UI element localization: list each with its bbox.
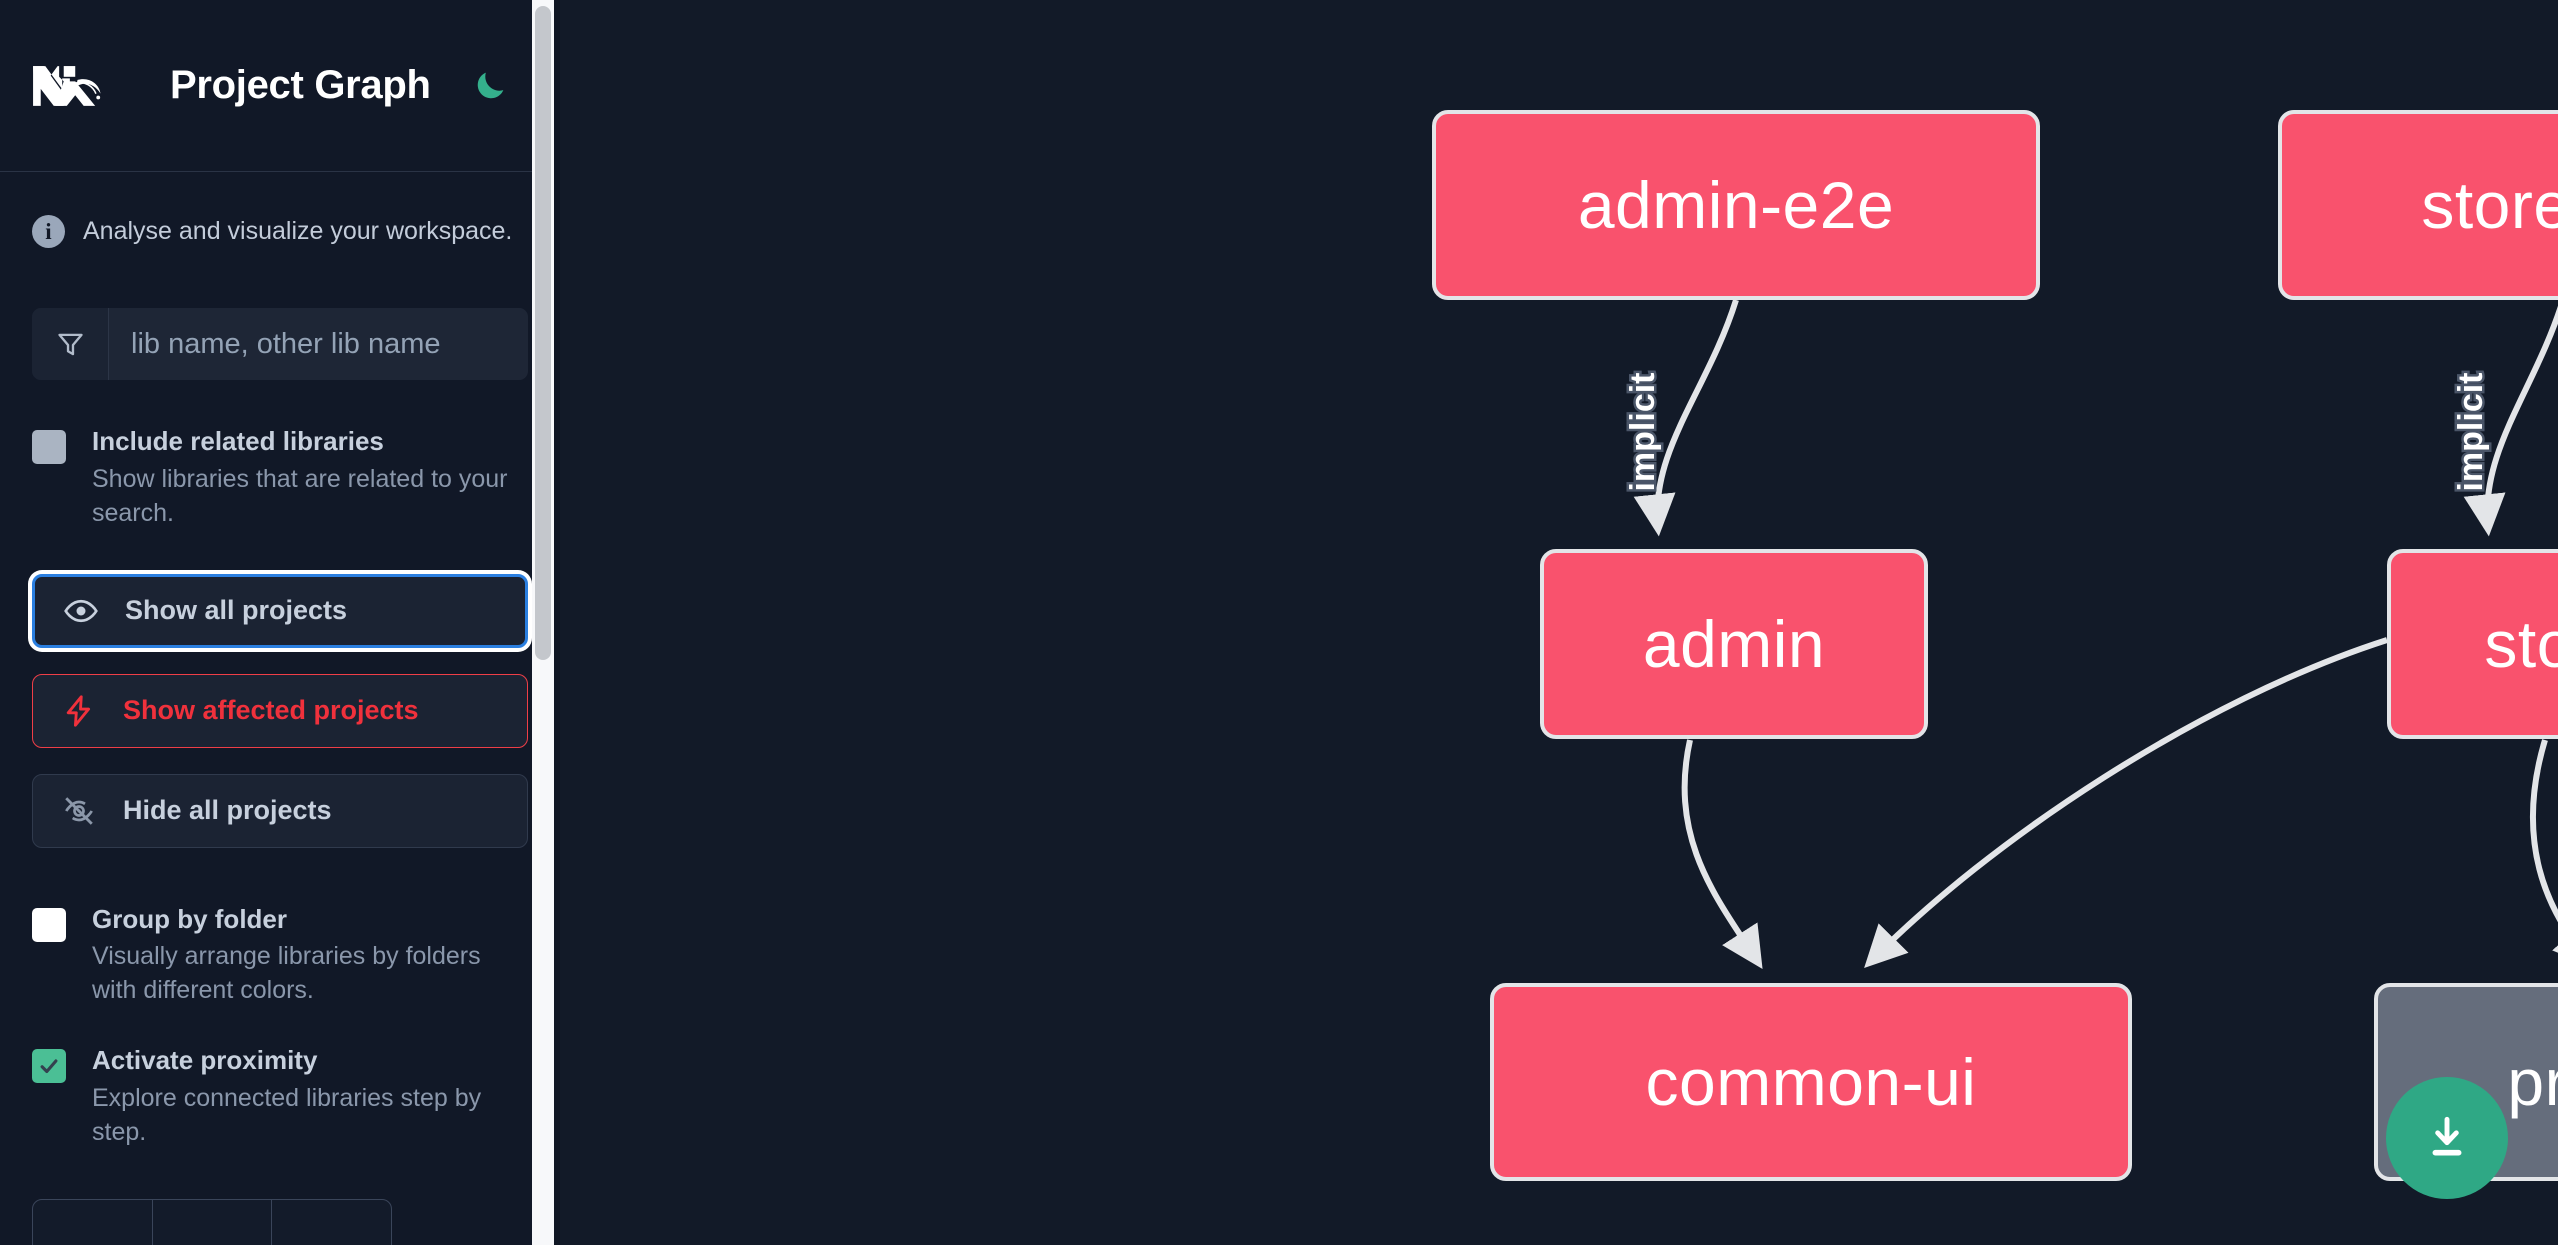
edge-store-to-products [2530, 739, 2558, 969]
eye-icon [63, 593, 99, 629]
sidebar-scroll-region: Project Graph i Analyse and visualize yo… [0, 0, 560, 1245]
activate-proximity-checkbox[interactable] [32, 1049, 66, 1084]
sidebar: Project Graph i Analyse and visualize yo… [0, 0, 560, 1245]
workspace-info: i Analyse and visualize your workspace. [32, 214, 528, 248]
graph-edges: implicit implicit [1622, 299, 2558, 970]
download-icon [2432, 1116, 2462, 1156]
include-related-libraries-description: Show libraries that are related to your … [92, 464, 508, 527]
show-affected-projects-label: Show affected projects [123, 695, 419, 726]
graph-node-store-e2e[interactable]: store-e2e [2278, 110, 2558, 300]
activate-proximity-label: Activate proximity [92, 1045, 318, 1076]
moon-icon[interactable] [467, 63, 513, 109]
graph-node-admin[interactable]: admin [1540, 549, 1928, 739]
edge-store-e2e-to-store [2463, 305, 2558, 537]
search-input[interactable] [109, 308, 528, 380]
workspace-info-text: Analyse and visualize your workspace. [83, 216, 513, 245]
graph-node-admin-e2e[interactable]: admin-e2e [1432, 110, 2040, 300]
group-by-folder-description: Visually arrange libraries by folders wi… [92, 942, 481, 1005]
checkbox-row-group-by-folder[interactable]: Group by folder Visually arrange librari… [32, 904, 528, 1008]
edge-admin-e2e-to-admin [1633, 299, 1739, 537]
edge-label-implicit-admin: implicit [1624, 372, 1662, 491]
filter-search-box[interactable] [32, 308, 528, 380]
group-by-folder-label: Group by folder [92, 903, 287, 934]
funnel-filter-icon [32, 308, 109, 380]
sidebar-scrollbar-track[interactable] [532, 0, 554, 1245]
include-related-libraries-checkbox[interactable] [32, 430, 66, 464]
edge-store-to-common-ui [1864, 637, 2388, 968]
checkbox-row-include-related-libraries[interactable]: Include related libraries Show libraries… [32, 426, 528, 530]
proximity-step-segmented-control[interactable] [32, 1199, 392, 1245]
segment-2[interactable] [153, 1200, 273, 1245]
include-related-libraries-label: Include related libraries [92, 426, 384, 456]
nx-logo-icon [30, 57, 122, 115]
sidebar-body: i Analyse and visualize your workspace. [0, 214, 560, 1245]
show-all-projects-button[interactable]: Show all projects [32, 573, 528, 648]
show-affected-projects-button[interactable]: Show affected projects [32, 673, 528, 748]
eye-off-icon [61, 793, 97, 829]
segment-3[interactable] [272, 1200, 391, 1245]
page-title: Project Graph [170, 63, 431, 107]
segment-1[interactable] [33, 1200, 153, 1245]
graph-canvas[interactable]: implicit implicit admin-e2e store-e2e ad… [560, 0, 2558, 1245]
sidebar-right-edge [554, 0, 560, 1245]
edge-label-implicit-store: implicit [2452, 372, 2490, 491]
download-image-button[interactable] [2386, 1077, 2508, 1199]
lightning-bolt-icon [61, 693, 97, 729]
graph-node-store[interactable]: store [2387, 549, 2558, 739]
edge-admin-to-common-ui [1681, 739, 1763, 970]
hide-all-projects-button[interactable]: Hide all projects [32, 773, 528, 848]
hide-all-projects-label: Hide all projects [123, 795, 332, 826]
sidebar-header: Project Graph [0, 0, 560, 172]
activate-proximity-description: Explore connected libraries step by step… [92, 1084, 482, 1147]
info-circle-icon: i [32, 214, 65, 248]
group-by-folder-checkbox[interactable] [32, 907, 66, 942]
show-all-projects-label: Show all projects [125, 595, 348, 626]
sidebar-scrollbar-thumb[interactable] [535, 6, 551, 660]
graph-node-common-ui[interactable]: common-ui [1490, 983, 2132, 1181]
checkbox-row-activate-proximity[interactable]: Activate proximity Explore connected lib… [32, 1045, 528, 1149]
